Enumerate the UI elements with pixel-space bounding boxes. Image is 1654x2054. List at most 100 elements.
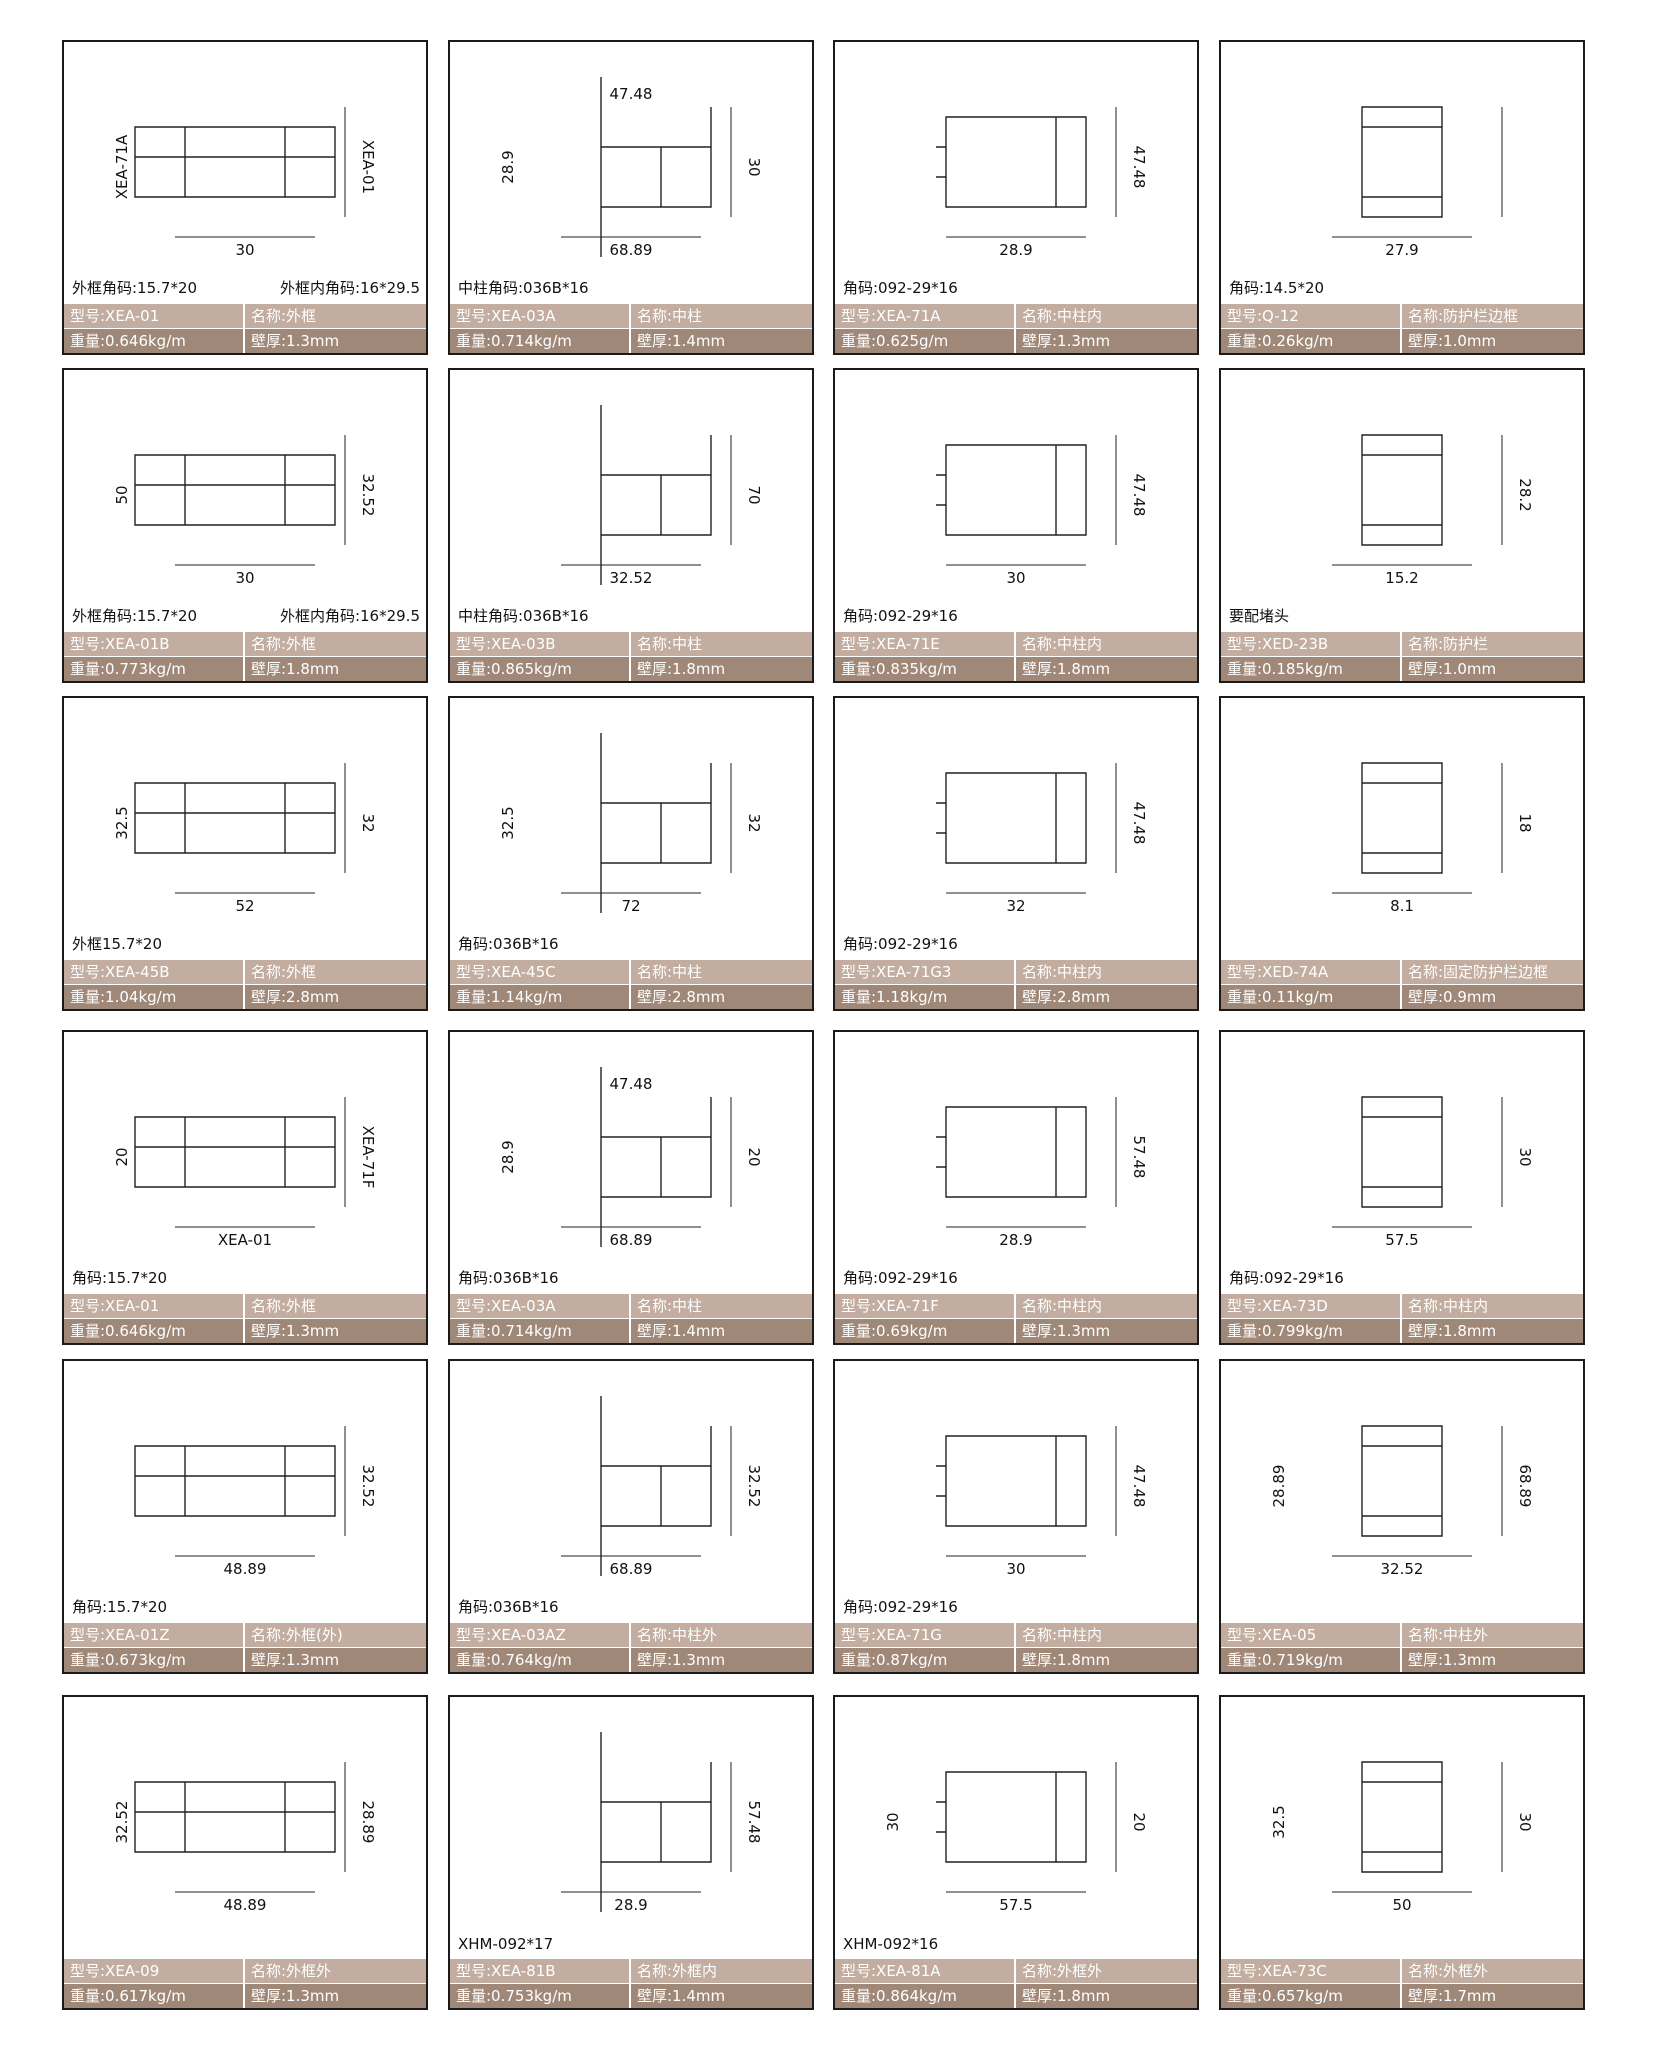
dimension-label: 68.89	[610, 1560, 653, 1578]
dimension-label: 30	[745, 157, 763, 176]
dimension-label: 28.9	[499, 1140, 517, 1173]
dimension-label: XEA-71A	[113, 134, 131, 199]
dimension-label: 30	[235, 241, 254, 259]
wall-cell: 壁厚:0.9mm	[1402, 985, 1583, 1009]
name-cell: 名称:中柱	[631, 632, 812, 656]
dimension-label: 32.5	[1270, 1805, 1288, 1838]
corner-code-caption: XHM-092*17	[458, 1935, 554, 1953]
profile-outline	[600, 77, 712, 257]
corner-code-caption: 要配堵头	[1229, 607, 1290, 625]
dimension-label: 28.9	[999, 241, 1032, 259]
profile-outline	[134, 1116, 336, 1188]
name-cell: 名称:中柱	[631, 960, 812, 984]
dimension-label: 28.89	[1270, 1465, 1288, 1508]
profile-outline	[936, 1106, 1087, 1198]
name-cell: 名称:中柱	[631, 304, 812, 328]
name-cell: 名称:固定防护栏边框	[1402, 960, 1583, 984]
dimension-label: 30	[235, 569, 254, 587]
profile-outline	[936, 1435, 1087, 1527]
dimension-label: 57.5	[1385, 1231, 1418, 1249]
corner-code-caption: 角码:036B*16	[458, 1598, 559, 1616]
weight-cell: 重量:1.18kg/m	[835, 985, 1016, 1009]
dimension-label: 28.9	[499, 150, 517, 183]
model-cell: 型号:XEA-03A	[450, 1294, 631, 1318]
profile-drawing: 28.957.48	[936, 1097, 1148, 1249]
weight-cell: 重量:0.835kg/m	[835, 657, 1016, 681]
corner-code-caption: 角码:092-29*16	[843, 1598, 958, 1616]
name-cell: 名称:中柱外	[631, 1623, 812, 1647]
name-cell: 名称:中柱内	[1402, 1294, 1583, 1318]
dimension-label: 68.89	[610, 1231, 653, 1249]
name-cell: 名称:中柱内	[1016, 960, 1197, 984]
wall-cell: 壁厚:1.4mm	[631, 1984, 812, 2008]
inner-corner-code-caption: 外框内角码:16*29.5	[279, 279, 420, 297]
profile-outline	[134, 454, 336, 526]
dimension-label: 32.5	[113, 806, 131, 839]
dimension-label: XEA-71F	[359, 1126, 377, 1189]
name-cell: 名称:中柱	[631, 1294, 812, 1318]
dimension-label: 32	[745, 813, 763, 832]
weight-cell: 重量:0.773kg/m	[64, 657, 245, 681]
corner-code-caption: 外框15.7*20	[72, 935, 162, 953]
weight-cell: 重量:0.657kg/m	[1221, 1984, 1402, 2008]
dimension-label: 28.2	[1516, 478, 1534, 511]
name-cell: 名称:外框	[245, 960, 426, 984]
wall-cell: 壁厚:1.8mm	[1016, 657, 1197, 681]
wall-cell: 壁厚:1.3mm	[245, 1648, 426, 1672]
dimension-label: 32.52	[1381, 1560, 1424, 1578]
profile-drawing: 8.1 18	[1332, 762, 1534, 915]
weight-cell: 重量:0.185kg/m	[1221, 657, 1402, 681]
model-cell: 型号:XEA-73C	[1221, 1959, 1402, 1983]
dimension-label: 18	[1516, 813, 1534, 832]
model-cell: 型号:XEA-45B	[64, 960, 245, 984]
corner-code-caption: 角码:14.5*20	[1229, 279, 1325, 297]
name-cell: 名称:中柱内	[1016, 304, 1197, 328]
dimension-label: 8.1	[1390, 897, 1414, 915]
dimension-label: 48.89	[224, 1560, 267, 1578]
weight-cell: 重量:0.719kg/m	[1221, 1648, 1402, 1672]
model-cell: 型号:XEA-01	[64, 304, 245, 328]
profile-drawing: 15.228.2	[1332, 434, 1534, 587]
model-cell: 型号:XEA-01Z	[64, 1623, 245, 1647]
corner-code-caption: 外框角码:15.7*20	[72, 279, 198, 297]
weight-cell: 重量:0.865kg/m	[450, 657, 631, 681]
dimension-label: 32.52	[113, 1801, 131, 1844]
dimension-label: 30	[1516, 1812, 1534, 1831]
model-cell: 型号:XEA-03AZ	[450, 1623, 631, 1647]
inner-corner-code-caption: 外框内角码:16*29.5	[279, 607, 420, 625]
weight-cell: 重量:0.26kg/m	[1221, 329, 1402, 353]
dimension-label: 68.89	[610, 241, 653, 259]
